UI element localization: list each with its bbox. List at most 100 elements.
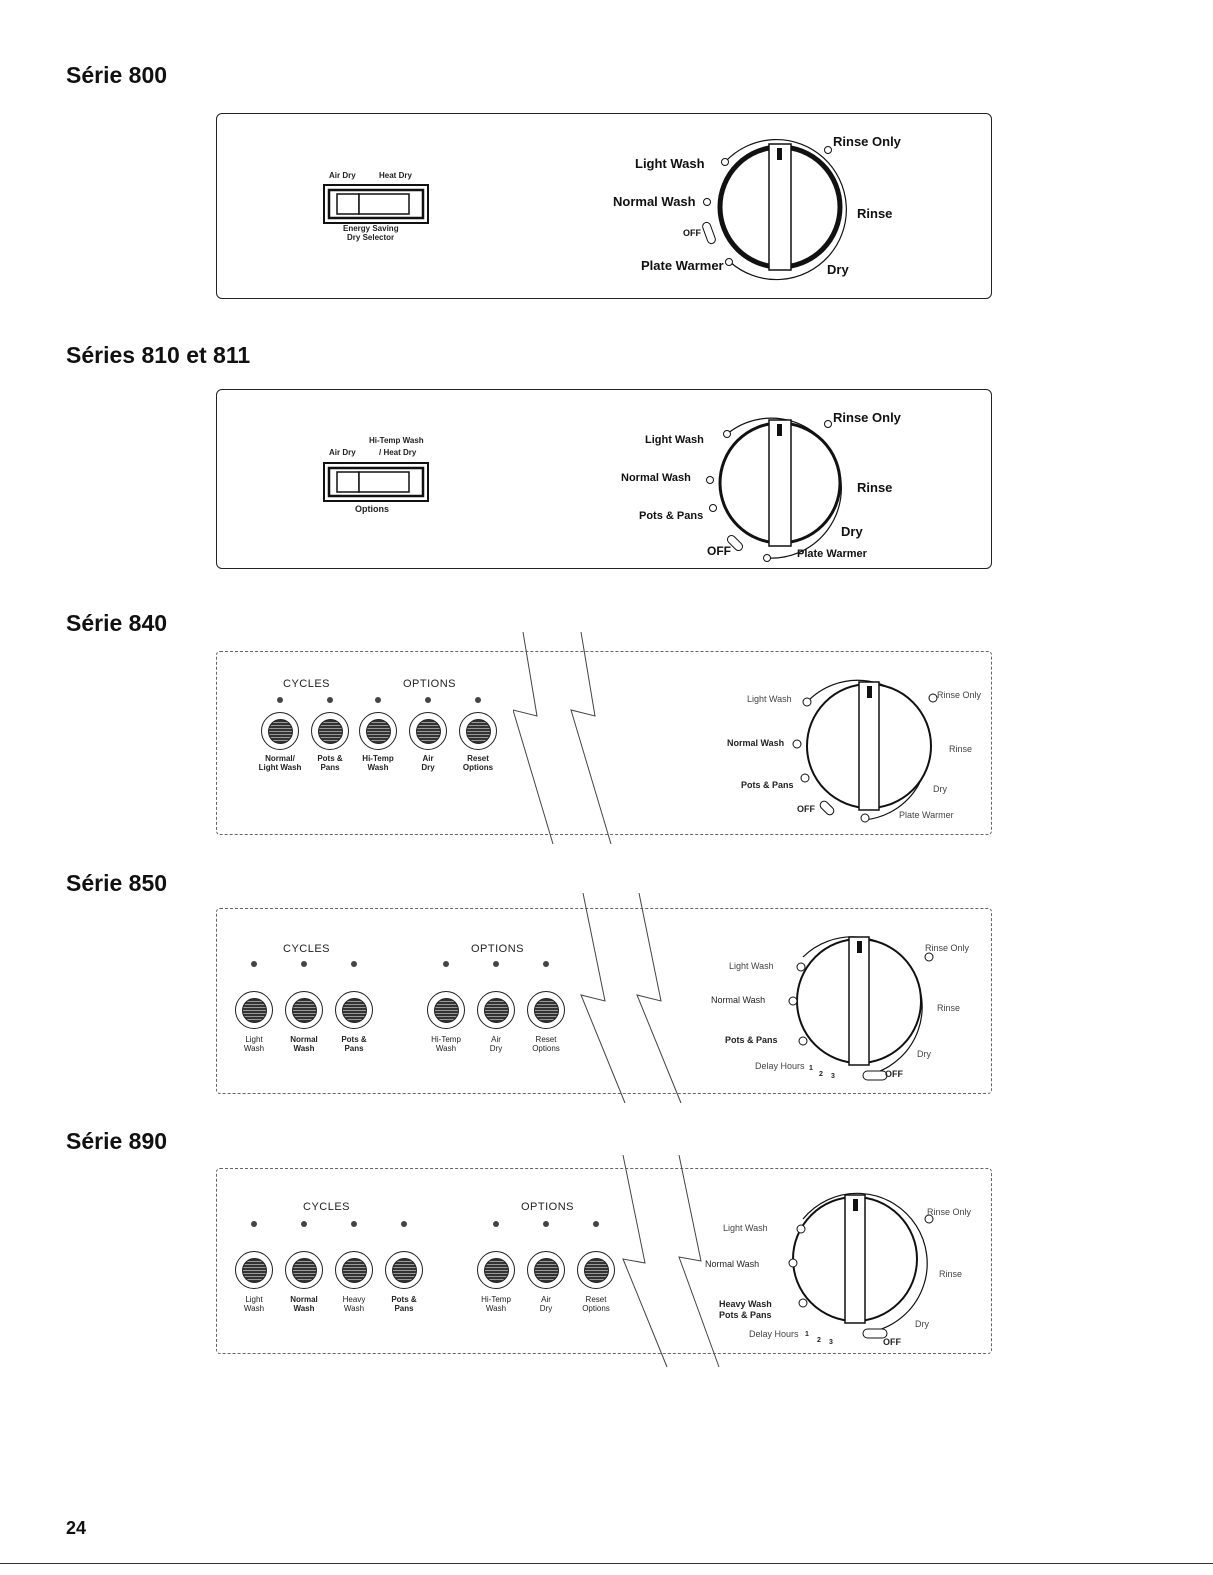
button-label: Hi-Temp Wash [481, 1295, 511, 1313]
reset-options-button[interactable] [527, 991, 565, 1029]
reset-options-button[interactable] [577, 1251, 615, 1289]
delay-1: 1 [805, 1331, 809, 1338]
footer-rule [0, 1563, 1213, 1564]
dial-dry: Dry [917, 1049, 931, 1059]
switch-left-label: Air Dry [329, 171, 356, 180]
option-led-1 [443, 961, 449, 967]
switch-caption: Options [355, 504, 389, 514]
hi-temp-wash-button[interactable] [477, 1251, 515, 1289]
button-label: Reset Options [462, 754, 494, 772]
cycle-dial[interactable] [789, 666, 949, 826]
options-switch[interactable] [323, 462, 429, 502]
cycle-led-3 [351, 961, 357, 967]
pots-pans-button[interactable] [311, 712, 349, 750]
option-led-3 [543, 961, 549, 967]
dial-pots-pans: Pots & Pans [639, 510, 704, 522]
dial-plate-warmer: Plate Warmer [641, 258, 724, 273]
dial-normal-wash: Normal Wash [705, 1259, 760, 1269]
light-wash-button[interactable] [235, 1251, 273, 1289]
pots-pans-button[interactable] [335, 991, 373, 1029]
dial-off: OFF [797, 804, 815, 814]
button-label: Air Dry [421, 754, 435, 772]
button-label: Reset Options [532, 1035, 560, 1053]
dial-off: OFF [885, 1069, 903, 1079]
button-label: Pots & Pans [391, 1295, 417, 1313]
dial-pots-pans: Pots & Pans [741, 780, 794, 790]
dial-dry: Dry [933, 784, 947, 794]
dial-normal-wash: Normal Wash [621, 472, 691, 484]
cycle-led-1 [277, 697, 283, 703]
options-label: OPTIONS [403, 678, 457, 690]
dial-rinse-only: Rinse Only [833, 410, 901, 425]
dial-rinse: Rinse [949, 744, 973, 754]
dial-heavy-wash: Heavy Wash [719, 1299, 772, 1309]
options-label: OPTIONS [471, 943, 525, 955]
dial-normal-wash: Normal Wash [613, 194, 696, 209]
delay-2: 2 [819, 1071, 823, 1078]
cycle-dial[interactable] [779, 921, 939, 1081]
dial-off: OFF [683, 228, 701, 238]
panel-break-mark [513, 632, 612, 845]
option-led-1 [375, 697, 381, 703]
cycle-dial[interactable] [695, 398, 865, 568]
series-800-panel: Air Dry Heat Dry Energy Saving Dry Selec… [216, 113, 992, 299]
button-label: Pots & Pans [341, 1035, 367, 1053]
dial-rinse-only: Rinse Only [925, 943, 970, 953]
dial-normal-wash: Normal Wash [711, 995, 766, 1005]
button-label: Normal/ Light Wash [258, 754, 302, 772]
heavy-wash-button[interactable] [335, 1251, 373, 1289]
button-label: Air Dry [489, 1035, 503, 1053]
hi-temp-wash-button[interactable] [359, 712, 397, 750]
pots-pans-button[interactable] [385, 1251, 423, 1289]
cycle-led-2 [327, 697, 333, 703]
series-840-panel: CYCLES OPTIONS Normal/ Light Wash Pots &… [216, 632, 992, 845]
page-number: 24 [66, 1518, 87, 1538]
delay-2: 2 [817, 1337, 821, 1344]
switch-left-label: Air Dry [329, 448, 356, 457]
series-850-panel: CYCLES OPTIONS Light Wash Normal Wash Po… [216, 893, 992, 1104]
cycle-led-1 [251, 961, 257, 967]
option-led-3 [475, 697, 481, 703]
switch-caption-1: Energy Saving [343, 224, 399, 233]
normal-wash-button[interactable] [285, 1251, 323, 1289]
cycle-led-2 [301, 1221, 307, 1227]
panel-break-mark [622, 1155, 720, 1368]
switch-top-label: Hi-Temp Wash [369, 436, 424, 445]
light-wash-button[interactable] [235, 991, 273, 1029]
switch-right-label: / Heat Dry [379, 448, 417, 457]
button-label: Light Wash [243, 1295, 265, 1313]
option-led-3 [593, 1221, 599, 1227]
button-label: Normal Wash [290, 1035, 318, 1053]
air-dry-button[interactable] [527, 1251, 565, 1289]
button-label: Heavy Wash [342, 1295, 366, 1313]
options-label: OPTIONS [521, 1201, 575, 1213]
option-led-2 [493, 961, 499, 967]
air-dry-button[interactable] [477, 991, 515, 1029]
cycles-label: CYCLES [283, 943, 331, 955]
dial-rinse: Rinse [857, 206, 893, 221]
dial-delay-hours: Delay Hours [755, 1061, 805, 1071]
cycle-dial[interactable] [695, 122, 865, 292]
normal-wash-button[interactable] [285, 991, 323, 1029]
air-dry-button[interactable] [409, 712, 447, 750]
dial-light-wash: Light Wash [729, 961, 774, 971]
switch-caption-2: Dry Selector [347, 233, 395, 242]
dial-rinse: Rinse [857, 480, 893, 495]
dial-off: OFF [883, 1337, 901, 1347]
normal-light-wash-button[interactable] [261, 712, 299, 750]
reset-options-button[interactable] [459, 712, 497, 750]
dial-pots-pans: Pots & Pans [725, 1035, 778, 1045]
cycle-dial[interactable] [775, 1179, 935, 1339]
option-led-1 [493, 1221, 499, 1227]
dry-selector-switch[interactable] [323, 184, 429, 224]
delay-1: 1 [809, 1065, 813, 1072]
dial-rinse: Rinse [937, 1003, 961, 1013]
option-led-2 [425, 697, 431, 703]
cycles-label: CYCLES [283, 678, 331, 690]
dial-light-wash: Light Wash [635, 156, 705, 171]
cycles-label: CYCLES [303, 1201, 351, 1213]
dial-rinse-only: Rinse Only [937, 690, 982, 700]
dial-delay-hours: Delay Hours [749, 1329, 799, 1339]
hi-temp-wash-button[interactable] [427, 991, 465, 1029]
cycle-led-4 [401, 1221, 407, 1227]
